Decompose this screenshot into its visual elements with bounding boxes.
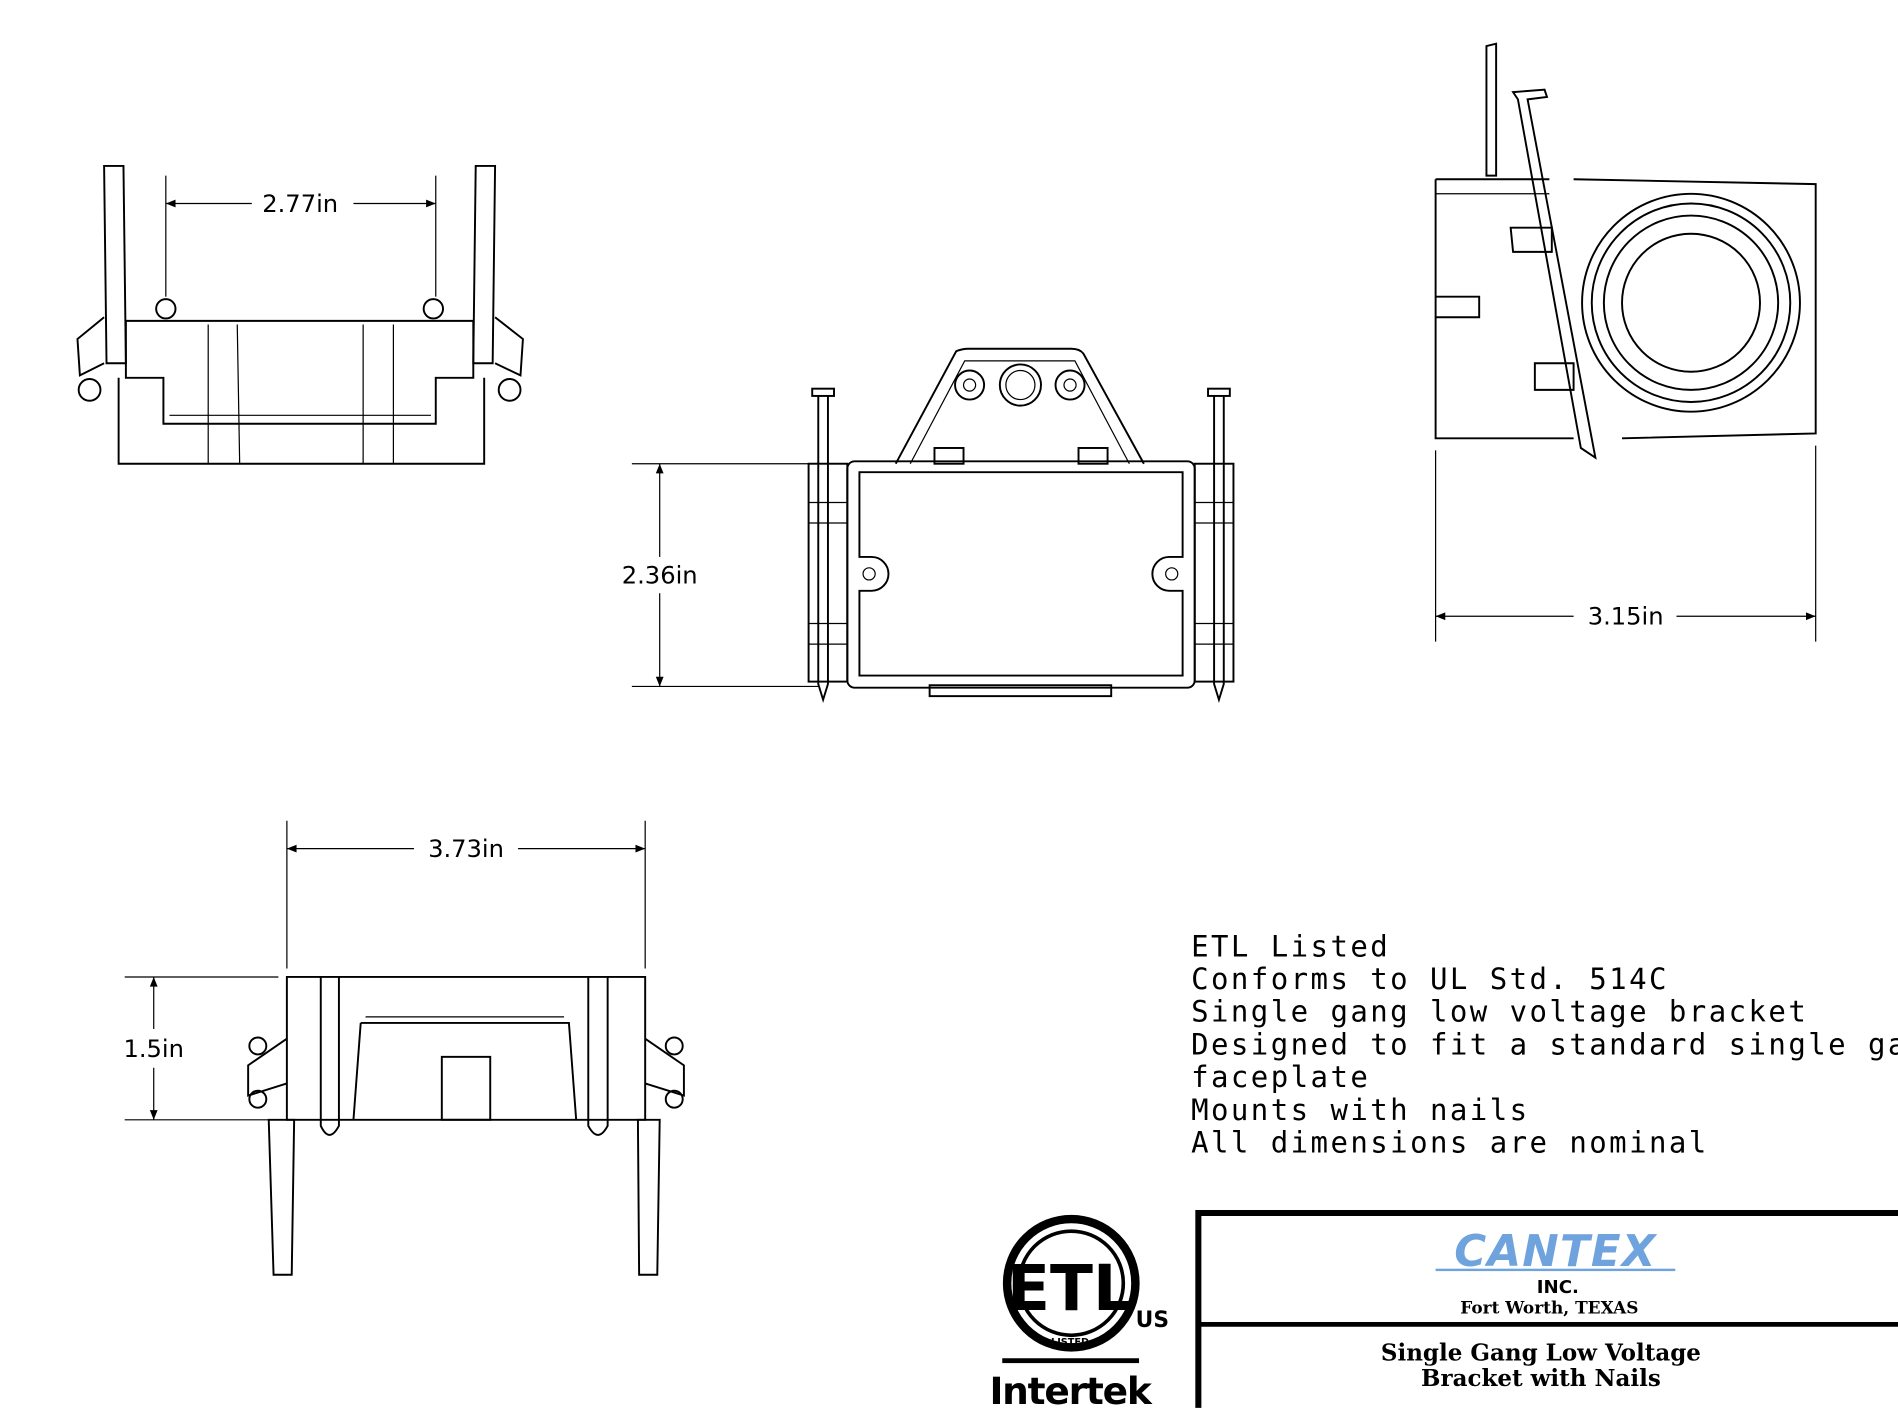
drawing-title-line1: Single Gang Low Voltage <box>1381 1340 1701 1367</box>
note-line: ETL Listed <box>1191 929 1390 963</box>
bottom-view: 3.73in 1.5in <box>123 820 685 1276</box>
note-line: All dimensions are nominal <box>1191 1125 1709 1159</box>
note-line: Designed to fit a standard single gang <box>1191 1027 1898 1061</box>
intertek-name: Intertek <box>989 1369 1152 1408</box>
dimension-front-width: 2.77in <box>262 190 338 218</box>
etl-listed-text: LISTED <box>1051 1337 1089 1348</box>
dimension-side-depth: 3.15in <box>1588 603 1664 631</box>
side-view: 3.15in <box>1434 42 1817 642</box>
top-view: 2.36in <box>622 347 1235 704</box>
etl-region: US <box>1136 1308 1169 1333</box>
notes-block: ETL Listed Conforms to UL Std. 514C Sing… <box>1191 929 1898 1159</box>
note-line: Single gang low voltage bracket <box>1191 995 1808 1029</box>
note-line: Conforms to UL Std. 514C <box>1191 962 1669 996</box>
dimension-bottom-height: 1.5in <box>123 1035 184 1063</box>
etl-listed-logo: ETL LISTED US Intertek <box>989 1214 1169 1408</box>
dimension-bottom-width: 3.73in <box>428 835 504 863</box>
dimension-top-height: 2.36in <box>622 562 698 590</box>
front-view: 2.77in <box>76 164 524 465</box>
etl-mark: ETL <box>1007 1252 1133 1325</box>
company-suffix: INC. <box>1537 1277 1579 1298</box>
company-location: Fort Worth, TEXAS <box>1460 1297 1638 1317</box>
title-block: CANTEX INC. Fort Worth, TEXAS Single Gan… <box>1195 1209 1898 1408</box>
note-line: Mounts with nails <box>1191 1093 1529 1127</box>
drawing-title-line2: Bracket with Nails <box>1421 1365 1661 1392</box>
note-line: faceplate <box>1191 1060 1370 1094</box>
